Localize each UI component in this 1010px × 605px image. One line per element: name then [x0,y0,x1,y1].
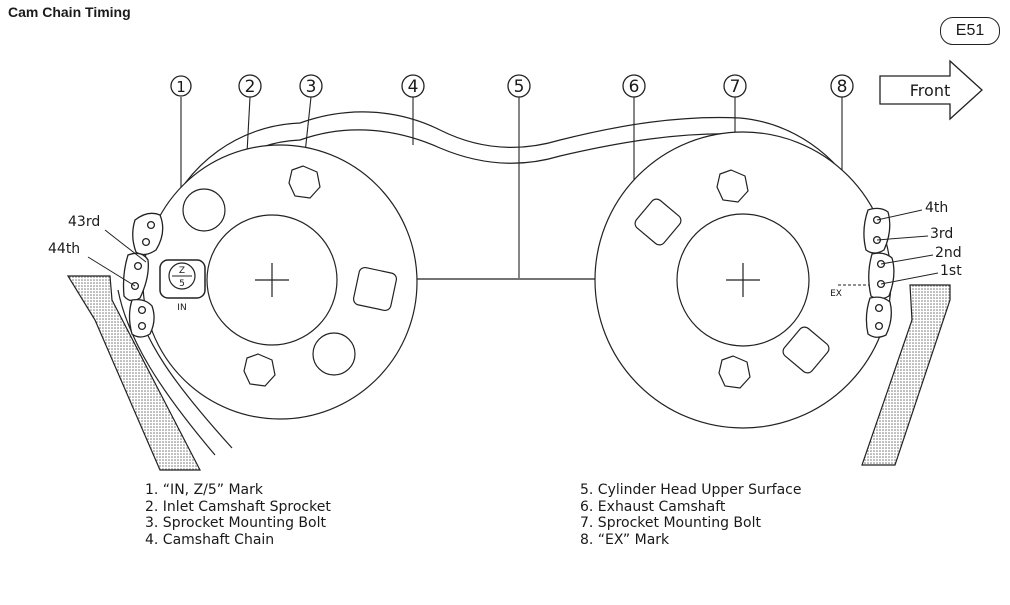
pin-label-3rd: 3rd [930,226,953,242]
svg-text:3: 3 [306,77,317,97]
callout-7: 7 [723,74,747,98]
page-title: Cam Chain Timing [8,4,131,20]
svg-text:2: 2 [245,77,256,97]
legend-item: 7. Sprocket Mounting Bolt [580,515,761,531]
svg-text:5: 5 [179,279,185,289]
callout-5: 5 [507,74,531,98]
svg-text:6: 6 [629,77,640,97]
legend-left: 1. “IN, Z/5” Mark 2. Inlet Camshaft Spro… [145,482,331,548]
svg-text:Z: Z [179,266,185,276]
svg-text:1: 1 [176,78,186,96]
svg-text:7: 7 [730,77,741,97]
callout-8: 8 [830,74,854,98]
legend-item: 4. Camshaft Chain [145,531,275,548]
pin-leader-lines [87,209,939,287]
svg-text:8: 8 [837,77,848,97]
legend-item: 3. Sprocket Mounting Bolt [145,515,326,531]
pin-label-1st: 1st [940,263,962,279]
pin-label-2nd: 2nd [935,245,962,261]
svg-text:Front: Front [910,81,950,100]
callout-4: 4 [401,74,425,98]
svg-text:4: 4 [408,77,419,97]
svg-text:EX: EX [830,289,842,299]
cylinder-head-wall-left [66,275,201,471]
pin-label-44th: 44th [48,241,80,257]
chain-links-right [863,207,895,338]
callout-3: 3 [299,74,323,98]
exhaust-camshaft-sprocket [594,131,892,429]
inlet-z5-mark: Z 5 IN [159,259,206,313]
legend-item: 2. Inlet Camshaft Sprocket [145,498,331,515]
pin-label-43rd: 43rd [68,214,100,230]
cylinder-head-wall-right [861,284,951,466]
page-code-badge: E51 [940,17,1000,45]
callout-2: 2 [238,74,262,98]
svg-text:5: 5 [514,77,525,97]
callout-1: 1 [170,75,192,97]
front-arrow: Front [879,59,983,121]
callout-6: 6 [622,74,646,98]
svg-text:IN: IN [177,303,186,313]
chain-links-left [122,212,164,338]
legend-item: 5. Cylinder Head Upper Surface [580,482,802,498]
legend-right: 5. Cylinder Head Upper Surface 6. Exhaus… [580,482,801,548]
legend-item: 8. “EX” Mark [580,531,670,548]
pin-label-4th: 4th [925,200,948,216]
legend-item: 6. Exhaust Camshaft [580,498,726,515]
legend-item: 1. “IN, Z/5” Mark [145,482,264,498]
exhaust-ex-mark: EX [830,284,878,299]
